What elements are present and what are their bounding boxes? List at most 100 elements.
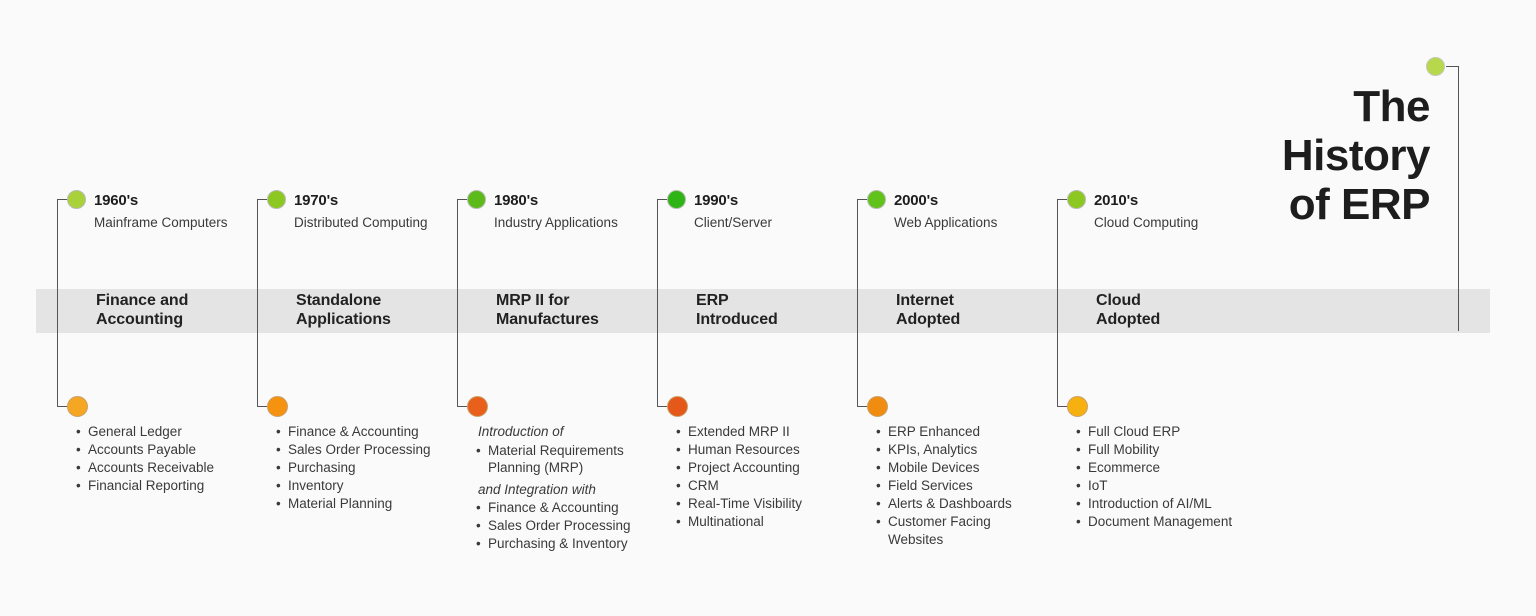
connector-elbow-bottom	[457, 406, 472, 407]
era-heading-line-1: Internet	[896, 292, 954, 309]
decade-label: 1970's	[294, 192, 339, 209]
era-heading-line-1: Cloud	[1096, 292, 1141, 309]
feature-item: CRM	[674, 477, 849, 495]
feature-item: Real-Time Visibility	[674, 495, 849, 513]
feature-item: IoT	[1074, 477, 1249, 495]
feature-item: Material Planning	[274, 495, 449, 513]
era-heading-line-1: MRP II for	[496, 292, 570, 309]
feature-item: Project Accounting	[674, 459, 849, 477]
decade-marker-dot	[667, 190, 686, 209]
features-marker-dot	[467, 396, 488, 417]
features-marker-dot	[67, 396, 88, 417]
connector-elbow-bottom	[57, 406, 72, 407]
feature-item: Field Services	[874, 477, 1049, 495]
feature-item: Inventory	[274, 477, 449, 495]
era-heading-line-1: Standalone	[296, 292, 382, 309]
title-connector-line	[1458, 66, 1459, 331]
decade-subtitle: Industry Applications	[494, 215, 618, 230]
decade-subtitle: Client/Server	[694, 215, 773, 230]
decade-subtitle: Cloud Computing	[1094, 215, 1199, 230]
page-title-line-1: The	[1353, 82, 1430, 131]
feature-item: Financial Reporting	[74, 477, 249, 495]
feature-item: Multinational	[674, 513, 849, 531]
connector-elbow-bottom	[657, 406, 672, 407]
connector-elbow-top	[1057, 199, 1072, 200]
decade-marker-dot	[67, 190, 86, 209]
feature-item: Accounts Payable	[74, 441, 249, 459]
connector-elbow-top	[857, 199, 872, 200]
timeline-column-1990s: 1990'sClient/ServerERPIntroducedExtended…	[636, 0, 836, 616]
features-marker-dot	[667, 396, 688, 417]
connector-elbow-top	[57, 199, 72, 200]
feature-bullet-group: ERP EnhancedKPIs, AnalyticsMobile Device…	[874, 423, 1049, 548]
feature-bullet-group-secondary: Finance & AccountingSales Order Processi…	[474, 499, 649, 553]
connector-line	[457, 199, 458, 407]
title-marker-dot	[1426, 57, 1445, 76]
era-heading-line-2: Introduced	[696, 311, 778, 328]
era-heading-line-2: Adopted	[1096, 311, 1161, 328]
decade-subtitle: Mainframe Computers	[94, 215, 228, 230]
decade-subtitle: Distributed Computing	[294, 215, 428, 230]
feature-list-lead-secondary: and Integration with	[478, 481, 596, 497]
era-heading-line-2: Manufactures	[496, 311, 599, 328]
era-heading-line-2: Adopted	[896, 311, 961, 328]
decade-label: 1980's	[494, 192, 539, 209]
era-highlight-band	[36, 289, 1490, 333]
feature-item: General Ledger	[74, 423, 249, 441]
decade-marker-dot	[1067, 190, 1086, 209]
feature-item: Material Requirements Planning (MRP)	[474, 442, 649, 477]
feature-item: Purchasing & Inventory	[474, 535, 649, 553]
feature-item: Ecommerce	[1074, 459, 1249, 477]
decade-label: 1960's	[94, 192, 139, 209]
connector-line	[257, 199, 258, 407]
era-heading-line-2: Applications	[296, 311, 391, 328]
feature-list: Extended MRP IIHuman ResourcesProject Ac…	[674, 423, 849, 531]
connector-elbow-top	[657, 199, 672, 200]
feature-bullet-group: Finance & AccountingSales Order Processi…	[274, 423, 449, 513]
decade-label: 2000's	[894, 192, 939, 209]
connector-elbow-top	[457, 199, 472, 200]
decade-label: 2010's	[1094, 192, 1139, 209]
feature-item: Mobile Devices	[874, 459, 1049, 477]
feature-item: Purchasing	[274, 459, 449, 477]
decade-marker-dot	[467, 190, 486, 209]
era-heading-line-2: Accounting	[96, 311, 183, 328]
features-marker-dot	[267, 396, 288, 417]
feature-item: Introduction of AI/ML	[1074, 495, 1249, 513]
feature-list: Full Cloud ERPFull MobilityEcommerceIoTI…	[1074, 423, 1249, 531]
feature-list: ERP EnhancedKPIs, AnalyticsMobile Device…	[874, 423, 1049, 549]
connector-elbow-bottom	[257, 406, 272, 407]
feature-list: Introduction of Material Requirements Pla…	[474, 423, 649, 553]
page-title-line-3: of ERP	[1288, 180, 1431, 229]
feature-item: Alerts & Dashboards	[874, 495, 1049, 513]
connector-line	[1057, 199, 1058, 407]
feature-item: Finance & Accounting	[274, 423, 449, 441]
feature-item: Full Cloud ERP	[1074, 423, 1249, 441]
title-connector-elbow	[1446, 66, 1459, 67]
feature-bullet-group: Full Cloud ERPFull MobilityEcommerceIoTI…	[1074, 423, 1249, 531]
feature-item: Finance & Accounting	[474, 499, 649, 517]
feature-item: Document Management	[1074, 513, 1249, 531]
connector-elbow-bottom	[857, 406, 872, 407]
feature-item: Sales Order Processing	[274, 441, 449, 459]
era-heading-line-1: ERP	[696, 292, 729, 309]
page-title: The History of ERP	[1130, 82, 1431, 229]
feature-item: Extended MRP II	[674, 423, 849, 441]
feature-list: General LedgerAccounts PayableAccounts R…	[74, 423, 249, 495]
features-marker-dot	[867, 396, 888, 417]
feature-list-lead: Introduction of	[478, 424, 564, 439]
feature-bullet-group: Material Requirements Planning (MRP)	[474, 442, 649, 477]
era-heading-line-1: Finance and	[96, 292, 189, 309]
feature-bullet-group: General LedgerAccounts PayableAccounts R…	[74, 423, 249, 495]
connector-elbow-top	[257, 199, 272, 200]
decade-label: 1990's	[694, 192, 739, 209]
feature-item: Accounts Receivable	[74, 459, 249, 477]
feature-item: KPIs, Analytics	[874, 441, 1049, 459]
